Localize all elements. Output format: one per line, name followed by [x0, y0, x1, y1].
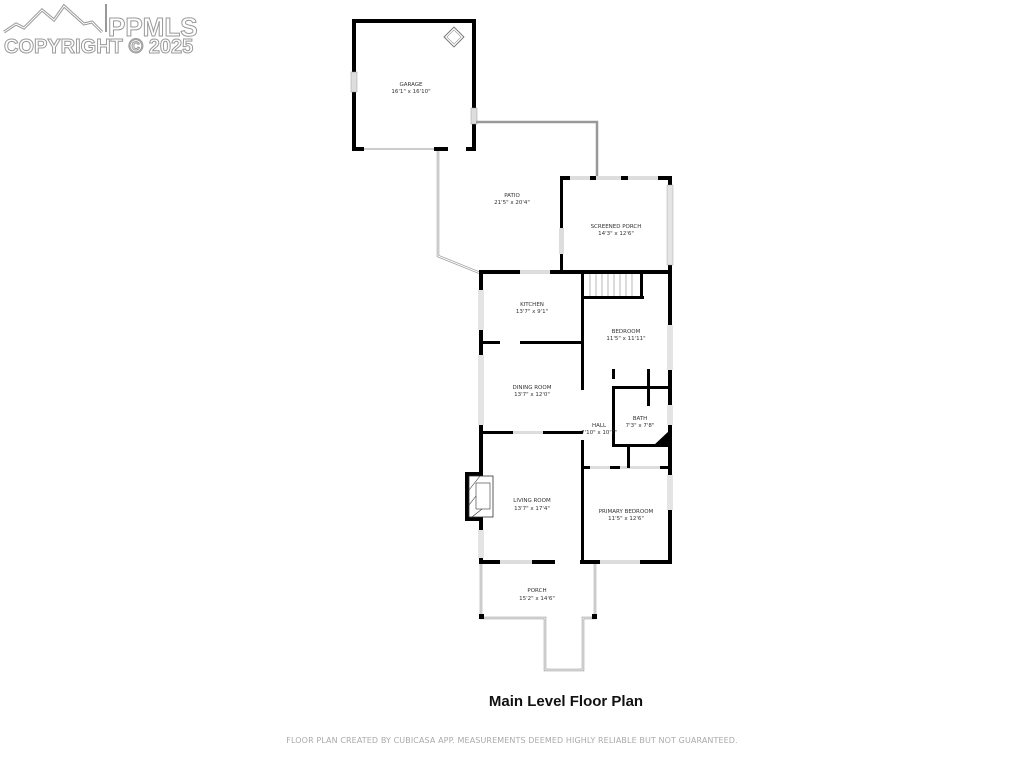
bedroom-label: BEDROOM	[612, 329, 641, 335]
primary-bedroom-size: 11'5" x 12'6"	[608, 516, 644, 522]
patio-label: PATIO	[504, 193, 520, 199]
stairs	[584, 272, 644, 299]
porch-size: 15'2" x 14'6"	[519, 596, 555, 602]
disclaimer-footer: FLOOR PLAN CREATED BY CUBICASA APP. MEAS…	[286, 736, 738, 745]
primary-bedroom-label: PRIMARY BEDROOM	[599, 509, 654, 515]
living-room-label: LIVING ROOM	[513, 498, 551, 504]
kitchen-label: KITCHEN	[520, 302, 544, 308]
hall-size: 7'10" x 10'7"	[581, 430, 617, 436]
floor-plan-title: Main Level Floor Plan	[488, 693, 644, 710]
logo-copyright: COPYRIGHT © 2025	[3, 36, 194, 59]
porch-label: PORCH	[527, 588, 546, 594]
kitchen-size: 13'7" x 9'1"	[516, 309, 548, 315]
hall-label: HALL	[592, 423, 607, 429]
screened-porch-size: 14'3" x 12'6"	[598, 231, 634, 237]
screened-porch-label: SCREENED PORCH	[591, 224, 642, 230]
water-heater-icon	[443, 26, 465, 48]
garage-size: 16'1" x 16'10"	[391, 89, 430, 95]
porch-outline	[479, 564, 597, 672]
dining-room-label: DINING ROOM	[513, 385, 552, 391]
patio-size: 21'5" x 20'4"	[494, 200, 530, 206]
bedroom-size: 11'5" x 11'11"	[606, 336, 645, 342]
dining-room-size: 13'7" x 12'0"	[514, 392, 550, 398]
house-walls	[465, 270, 673, 564]
garage-label: GARAGE	[399, 82, 423, 88]
bath-size: 7'3" x 7'8"	[626, 423, 655, 429]
screened-porch-walls	[559, 176, 674, 272]
mountain-logo-icon	[3, 3, 107, 34]
logo-brand: PPMLS	[108, 12, 199, 43]
patio-outline	[436, 120, 599, 275]
ppmls-watermark-logo: PPMLS COPYRIGHT © 2025	[2, 2, 207, 59]
garage-walls	[350, 19, 478, 151]
living-room-size: 13'7" x 17'4"	[514, 506, 550, 512]
bath-label: BATH	[633, 416, 648, 422]
fireplace	[465, 472, 494, 521]
